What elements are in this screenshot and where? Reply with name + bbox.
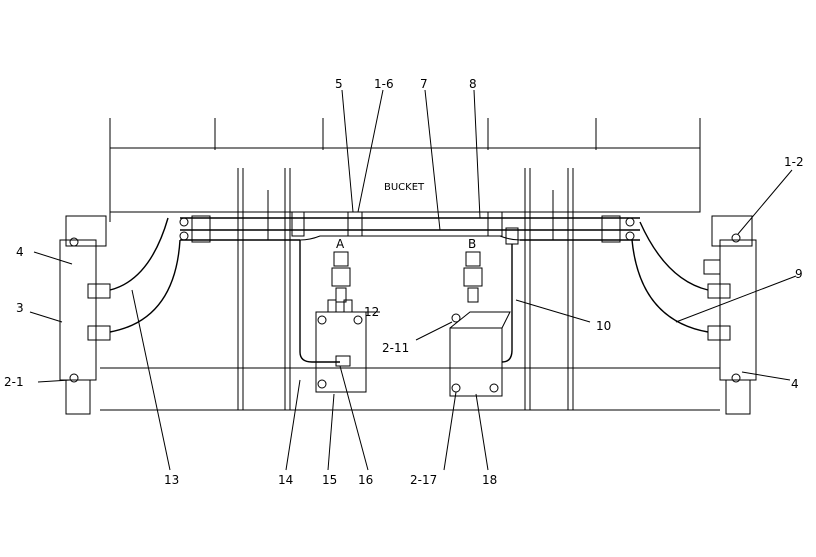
cylinder-right [631, 215, 757, 415]
callout-2-17: 2-17 [410, 473, 437, 487]
port-a-label: A [336, 237, 345, 251]
fitting-left [191, 215, 211, 243]
bucket-outline [109, 118, 701, 222]
callout-10: 10 [596, 319, 611, 333]
port-a-assembly [331, 251, 351, 303]
fitting-right [601, 215, 621, 243]
valve-block-left [299, 240, 367, 393]
clamp-5 [347, 211, 363, 237]
cylinder-left [59, 215, 181, 415]
callout-7: 7 [420, 77, 428, 91]
callout-9: 9 [795, 267, 803, 281]
callout-13: 13 [164, 473, 179, 487]
callout-5: 5 [335, 77, 343, 91]
callout-16: 16 [358, 473, 373, 487]
callout-4-right: 4 [791, 377, 799, 391]
callout-12: 12 [364, 305, 379, 319]
callout-2-1: 2-1 [4, 375, 24, 389]
callout-leaders [29, 89, 797, 471]
callout-18: 18 [482, 473, 497, 487]
clamp-left [291, 211, 305, 237]
callout-1-6: 1-6 [374, 77, 394, 91]
callout-8: 8 [469, 77, 477, 91]
callout-15: 15 [322, 473, 337, 487]
main-tube-assembly [179, 211, 640, 245]
callout-14: 14 [278, 473, 293, 487]
callout-3: 3 [16, 301, 24, 315]
callout-2-11: 2-11 [382, 341, 409, 355]
port-b-label: B [468, 237, 476, 251]
clamp-8 [487, 211, 503, 237]
callout-1-2: 1-2 [784, 155, 804, 169]
callout-4-left: 4 [16, 245, 24, 259]
bucket-label: BUCKET [384, 182, 425, 193]
frame-members [100, 168, 720, 411]
port-b-assembly [463, 251, 483, 303]
valve-block-right [449, 244, 513, 397]
